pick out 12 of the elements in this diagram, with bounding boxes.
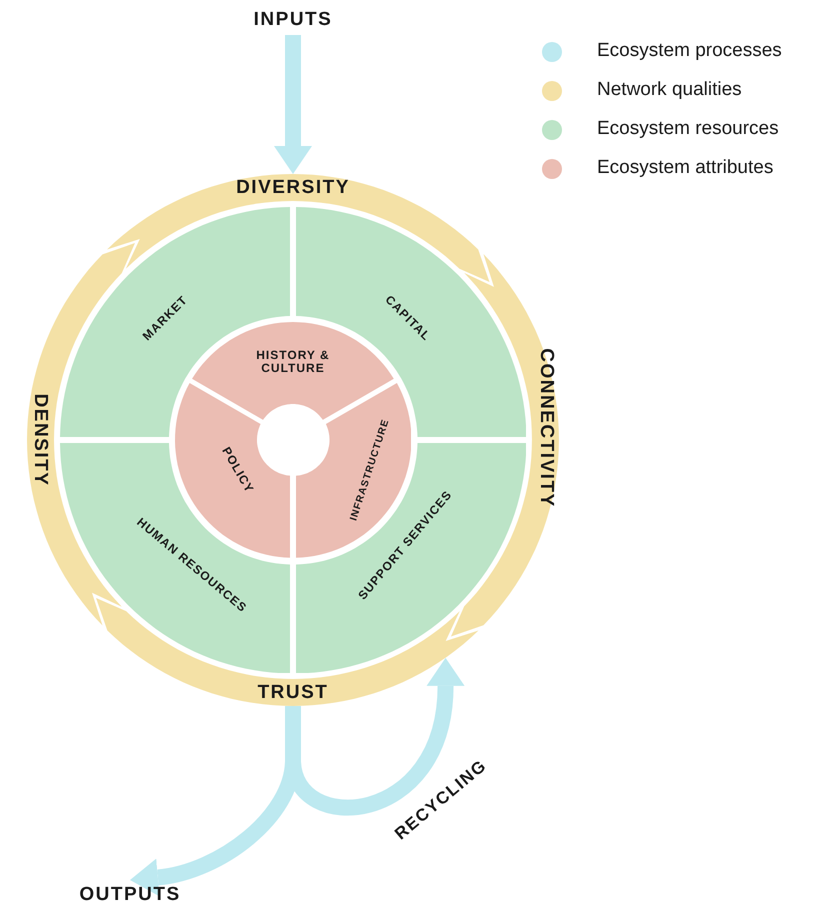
sector-label: HISTORY & CULTURE xyxy=(255,348,331,376)
segment-label: DIVERSITY xyxy=(236,177,350,199)
flow-label: INPUTS xyxy=(254,9,332,31)
legend-label: Ecosystem attributes xyxy=(597,157,774,179)
legend-label: Network qualities xyxy=(597,79,742,101)
segment-label: DENSITY xyxy=(29,394,51,486)
legend-label: Ecosystem resources xyxy=(597,118,779,140)
legend-label: Ecosystem processes xyxy=(597,40,782,62)
segment-label: TRUST xyxy=(258,682,328,704)
flow-arrow xyxy=(274,35,312,174)
flow-label: OUTPUTS xyxy=(79,884,181,906)
segment-label: CONNECTIVITY xyxy=(534,348,557,508)
